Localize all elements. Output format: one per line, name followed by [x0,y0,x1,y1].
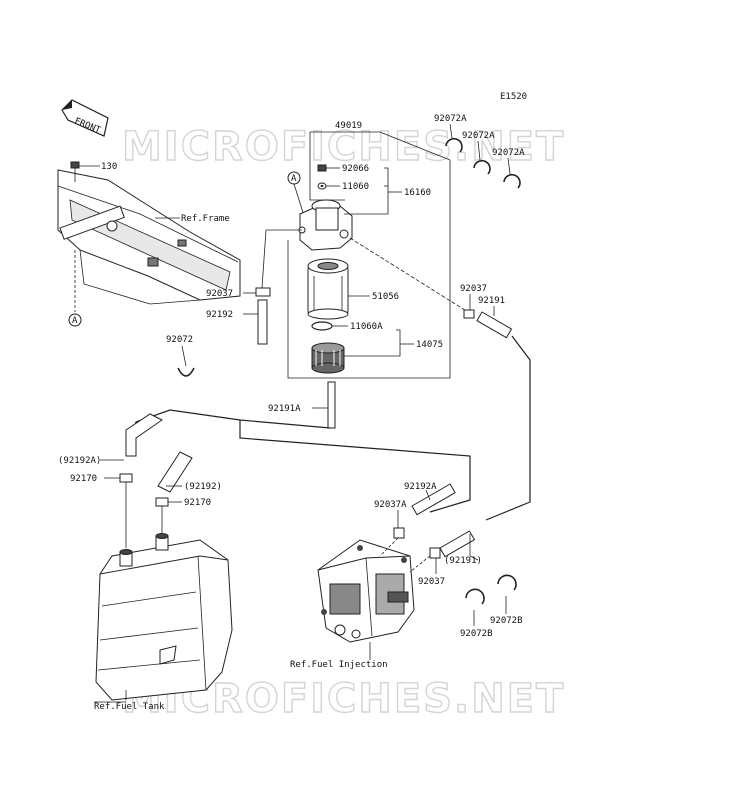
clip-92072a-2 [473,159,491,175]
filter-element-51056 [307,258,349,320]
clip-92072b-1 [465,588,485,605]
clamp-92037-left [255,287,271,297]
hose-92192-paren [157,451,193,493]
part-49019: 49019 [335,121,362,131]
hose-92192a [411,483,456,516]
clamp-92037a [393,527,405,539]
watermark-top: MICROFICHES.NET [122,124,565,170]
fuel-tank [95,533,233,701]
clamp-92170-lower [155,497,169,507]
ref-frame: Ref.Frame [181,214,230,224]
part-92072: 92072 [166,335,193,345]
hose-92192 [257,299,268,345]
part-92191-upper: 92191 [478,296,505,306]
callout-a-left-label: A [72,316,78,326]
hose-92191-lower [439,530,476,558]
filter-head [298,199,353,251]
part-92191a: 92191A [268,404,301,414]
front-arrow-icon: FRONT [61,99,109,137]
part-16160: 16160 [404,188,431,198]
clamp-92037-right [463,309,475,319]
bolt-130 [70,161,80,182]
part-14075: 14075 [416,340,443,350]
part-92037-right: 92037 [460,284,487,294]
clamp-92170-left [119,473,133,483]
part-92072b-1: 92072B [460,629,493,639]
part-92192: 92192 [206,310,233,320]
diagram-code: E1520 [500,92,527,102]
part-92170-left: 92170 [70,474,97,484]
part-92170-lower: 92170 [184,498,211,508]
o-ring-11060a [311,321,333,331]
part-11060: 11060 [342,182,369,192]
ref-fuel-injection: Ref.Fuel Injection [290,660,388,670]
hose-92191a [327,381,336,429]
clip-92072b-2 [497,574,517,591]
hose-92191-upper [476,311,513,339]
part-92037-lower: 92037 [418,577,445,587]
part-92037-left: 92037 [206,289,233,299]
frame-assembly [57,169,241,305]
part-11060a: 11060A [350,322,383,332]
part-92072a-3: 92072A [492,148,525,158]
screw-92066 [317,164,327,172]
fuel-injection-pump [317,539,415,643]
part-92066: 92066 [342,164,369,174]
part-92192-paren: (92192) [184,482,222,492]
part-92072b-2: 92072B [490,616,523,626]
clip-92072a-1 [445,137,463,153]
part-51056: 51056 [372,292,399,302]
washer-11060 [317,182,327,190]
part-130: 130 [101,162,117,172]
clamp-92037-lower [429,547,441,559]
part-92192a: 92192A [404,482,437,492]
clip-92072a-3 [503,173,521,189]
part-92072a-1: 92072A [434,114,467,124]
ref-fuel-tank: Ref.Fuel Tank [94,702,165,712]
part-92192a-paren: (92192A) [58,456,101,466]
callout-a-left [68,313,82,327]
part-92037a: 92037A [374,500,407,510]
callout-a-right-label: A [291,174,297,184]
hose-92192a-paren [125,413,163,457]
part-92191-paren: (92191) [444,556,482,566]
part-92072a-2: 92072A [462,131,495,141]
filter-bowl-14075 [311,342,345,374]
clip-92072 [177,367,195,377]
